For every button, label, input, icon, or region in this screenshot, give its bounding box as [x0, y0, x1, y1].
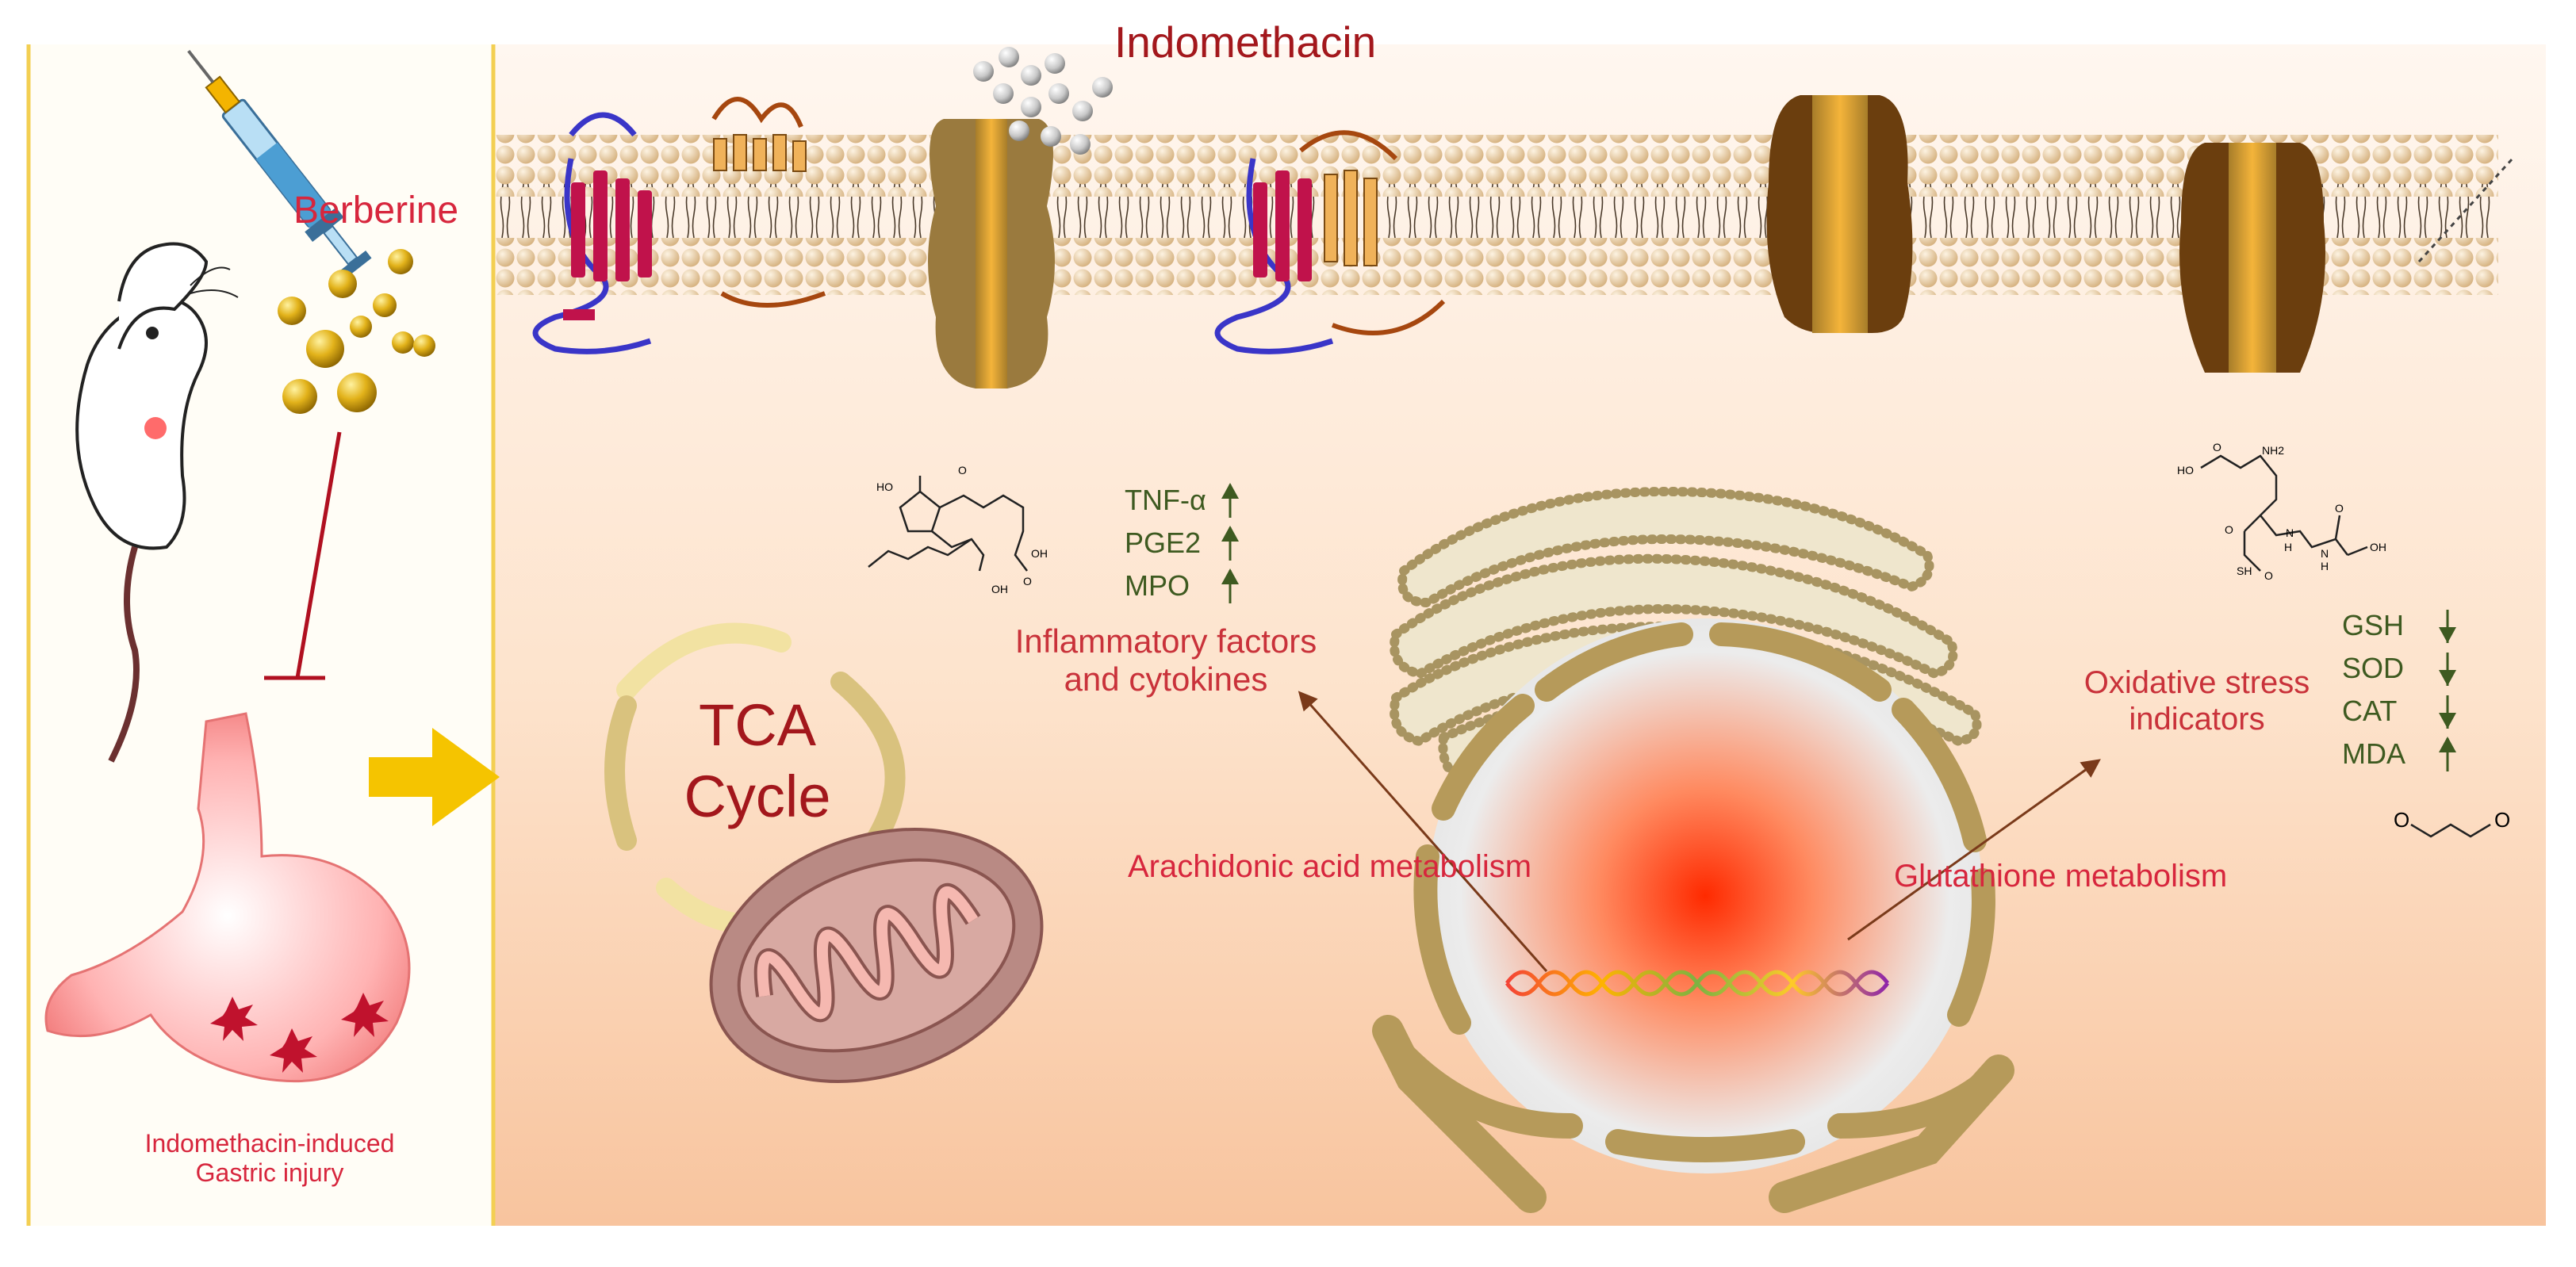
pge2-atom-oh2: OH [1031, 547, 1048, 560]
gsh-atom-n2: N [2321, 547, 2329, 560]
figure-title: Indomethacin [1114, 17, 1377, 67]
inflammatory-marker-name: MPO [1125, 569, 1190, 602]
gsh-atom-o1: O [2213, 441, 2221, 454]
tca-cycle-line1: TCA [699, 692, 816, 758]
mda-atom-o2: O [2494, 808, 2511, 832]
gsh-atom-h1: H [2284, 541, 2293, 553]
mda-structure [2410, 823, 2491, 838]
oxidative-marker-row: MDA [2342, 733, 2458, 775]
gsh-atom-n1: N [2286, 526, 2294, 539]
pge2-structure [868, 476, 1028, 572]
berberine-spheres [278, 249, 435, 414]
gsh-atom-sh: SH [2237, 565, 2252, 577]
injury-caption-line2: Gastric injury [195, 1158, 344, 1187]
oxidative-marker-row: GSH [2342, 604, 2458, 647]
pge2-atom-o2: O [1023, 575, 1032, 588]
channel-1 [928, 119, 1055, 389]
tca-cycle-label: TCA Cycle [658, 690, 857, 833]
oxidative-marker-row: SOD [2342, 647, 2458, 690]
oxidative-heading-line1: Oxidative stress [2083, 665, 2310, 700]
receptor-1 [532, 112, 652, 354]
inflammatory-marker-name: PGE2 [1125, 526, 1202, 559]
mda-atom-o1: O [2394, 808, 2410, 832]
gsh-structure [2200, 454, 2368, 572]
ulcer-marks [210, 993, 389, 1073]
oxidative-heading: Oxidative stress indicators [2038, 664, 2356, 737]
glutathione-label: Glutathione metabolism [1894, 859, 2228, 894]
arachidonic-acid-label: Arachidonic acid metabolism [1128, 849, 1532, 884]
inflammatory-heading: Inflammatory factors and cytokines [983, 622, 1348, 699]
oxidative-marker-name: SOD [2342, 652, 2405, 684]
up-arrow-icon [1221, 526, 1239, 561]
inflammatory-heading-line1: Inflammatory factors [1014, 622, 1317, 660]
oxidative-marker-name: GSH [2342, 609, 2405, 641]
up-arrow-icon [2439, 737, 2456, 771]
transition-arrow [369, 728, 500, 826]
receptor-2 [711, 97, 826, 308]
channel-3 [2179, 143, 2325, 373]
inflammatory-heading-line2: and cytokines [1064, 660, 1268, 699]
inflammatory-marker-row: PGE2 [1125, 522, 1240, 565]
inflammatory-marker-name: TNF-α [1125, 484, 1206, 516]
cell-membrane [496, 135, 2514, 295]
pge2-atom-o: O [958, 464, 967, 477]
tca-cycle-line2: Cycle [684, 764, 831, 830]
mitochondrion [709, 828, 1044, 1083]
down-arrow-icon [2439, 695, 2456, 729]
gsh-atom-o3: O [2335, 502, 2344, 515]
oxidative-marker-name: MDA [2342, 737, 2405, 770]
gsh-atom-oh: OH [2370, 541, 2386, 553]
down-arrow-icon [2439, 653, 2456, 686]
pge2-atom-oh1: OH [991, 583, 1008, 595]
receptor-3 [1214, 130, 1446, 354]
oxidative-marker-name: CAT [2342, 695, 2398, 727]
berberine-label: Berberine [293, 189, 459, 232]
gsh-atom-h2: H [2321, 560, 2329, 572]
down-arrow-icon [2439, 610, 2456, 643]
glutathione-pathway-arrow [1847, 759, 2101, 941]
channel-2 [1766, 95, 1913, 333]
up-arrow-icon [1221, 483, 1239, 518]
up-arrow-icon [1221, 568, 1239, 603]
nucleus [1372, 618, 2014, 1213]
pge2-atom-ho: HO [876, 480, 893, 493]
gsh-atom-o2: O [2225, 523, 2233, 536]
gsh-atom-o4: O [2264, 569, 2273, 582]
rat-illustration [75, 242, 239, 763]
syringe [187, 49, 372, 279]
gsh-atom-ho: HO [2177, 464, 2194, 477]
inhibition-symbol [264, 431, 342, 680]
oxidative-markers: GSH SOD CAT MDA [2342, 604, 2458, 775]
injury-caption-line1: Indomethacin-induced [144, 1129, 395, 1158]
dna-helix [1505, 970, 1890, 997]
inflammatory-marker-row: TNF-α [1125, 479, 1240, 522]
oxidative-heading-line2: indicators [2129, 702, 2265, 737]
indomethacin-particles [973, 47, 1113, 155]
stomach-illustration [44, 712, 411, 1083]
inflammatory-marker-row: MPO [1125, 565, 1240, 607]
arrachidonic-pathway-arrow [1298, 691, 1548, 972]
injury-caption: Indomethacin-induced Gastric injury [79, 1129, 460, 1188]
oxidative-marker-row: CAT [2342, 690, 2458, 733]
gsh-atom-nh2: NH2 [2262, 444, 2285, 457]
